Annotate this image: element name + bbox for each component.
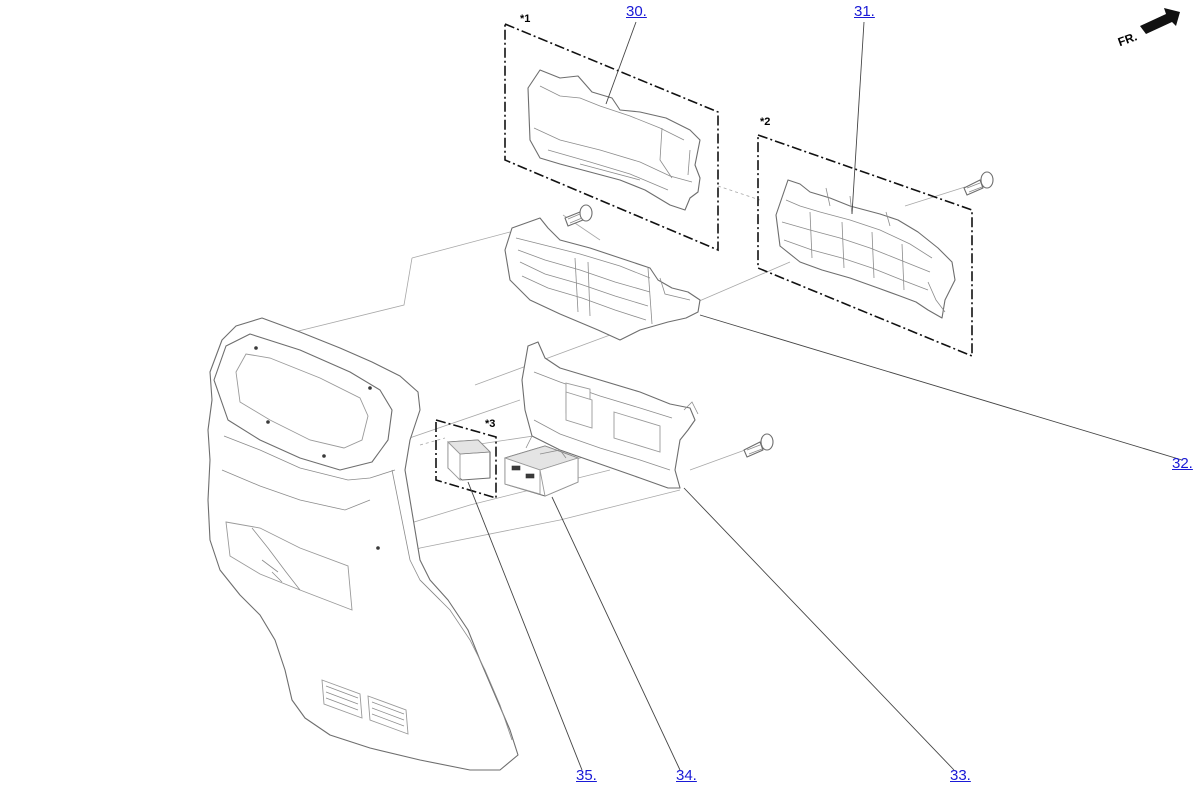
callout-34-link[interactable]: 34. <box>676 767 697 784</box>
part-30-garnish <box>527 69 701 211</box>
front-direction-arrow-icon <box>1140 8 1180 34</box>
callout-32-link[interactable]: 32. <box>1172 455 1193 472</box>
marker-2: *2 <box>760 116 771 128</box>
part-34-switch <box>503 445 580 497</box>
screw-upper-right <box>963 171 994 196</box>
kit-frame-1 <box>504 22 719 252</box>
callout-33-link[interactable]: 33. <box>950 767 971 784</box>
callout-30-link[interactable]: 30. <box>626 3 647 20</box>
marker-1: *1 <box>520 13 531 25</box>
part-35-switch <box>447 439 491 482</box>
part-33-bezel <box>521 341 699 489</box>
part-31-grille <box>775 179 956 319</box>
console-body <box>207 317 519 771</box>
part-32-register <box>504 217 701 341</box>
leader-lines <box>467 21 1183 771</box>
kit-frame-2 <box>757 133 973 358</box>
marker-3: *3 <box>485 418 496 430</box>
callout-31-link[interactable]: 31. <box>854 3 875 20</box>
kit-frame-3 <box>435 418 497 500</box>
screw-lower-right <box>743 433 774 458</box>
callout-35-link[interactable]: 35. <box>576 767 597 784</box>
screw-upper-left <box>564 204 593 227</box>
